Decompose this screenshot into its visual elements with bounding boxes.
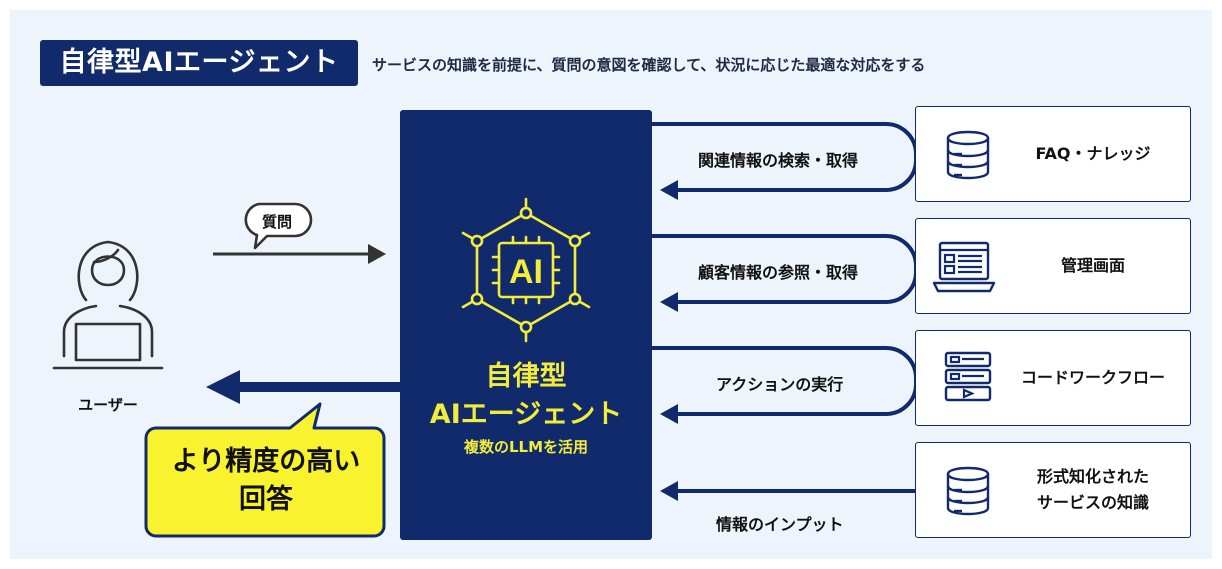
page-subtitle: サービスの知識を前提に、質問の意図を確認して、状況に応じた最適な対応をする <box>372 56 926 74</box>
resource-knowledge-line-1: 形式知化された <box>1036 467 1149 486</box>
ai-network-icon: AI <box>461 197 591 343</box>
agent-title-line-2: AIエージェント <box>429 399 623 430</box>
flow-label-input: 情報のインプット <box>716 515 844 534</box>
resource-knowledge: 形式知化された サービスの知識 <box>915 442 1191 538</box>
answer-arrow <box>206 370 402 404</box>
flow-label-search: 関連情報の検索・取得 <box>698 151 859 170</box>
resource-admin-label: 管理画面 <box>1060 256 1125 275</box>
user-icon <box>52 240 164 370</box>
question-label: 質問 <box>261 213 292 231</box>
workflow-icon <box>944 351 992 402</box>
answer-bubble <box>144 402 386 538</box>
resource-workflow: コードワークフロー <box>915 330 1191 426</box>
user-label: ユーザー <box>78 396 138 414</box>
resource-workflow-label: コードワークフロー <box>1020 368 1165 387</box>
flow-label-action: アクションの実行 <box>716 375 844 394</box>
resource-knowledge-label: 形式知化された サービスの知識 <box>1000 443 1186 537</box>
answer-text: より精度の高い 回答 <box>150 443 382 519</box>
ai-icon-text: AI <box>509 253 543 291</box>
question-bubble <box>244 202 313 250</box>
agent-title: 自律型 AIエージェント <box>400 358 652 434</box>
diagram-canvas: 自律型AIエージェント サービスの知識を前提に、質問の意図を確認して、状況に応じ… <box>10 10 1212 559</box>
answer-line-1: より精度の高い <box>171 446 361 477</box>
database-icon <box>946 466 990 516</box>
agent-subtitle: 複数のLLMを活用 <box>463 438 589 456</box>
page-title: 自律型AIエージェント <box>40 40 358 86</box>
flow-input-arrow <box>660 481 915 501</box>
resource-faq: FAQ・ナレッジ <box>915 106 1191 202</box>
resource-admin: 管理画面 <box>915 218 1191 314</box>
database-icon <box>946 130 990 180</box>
resource-knowledge-line-2: サービスの知識 <box>1036 493 1149 512</box>
resource-faq-label: FAQ・ナレッジ <box>1035 144 1151 163</box>
agent-title-line-1: 自律型 <box>485 361 567 392</box>
flow-label-customer: 顧客情報の参照・取得 <box>698 263 859 282</box>
question-arrow <box>213 244 386 264</box>
answer-line-2: 回答 <box>239 484 293 515</box>
laptop-icon <box>932 241 996 293</box>
